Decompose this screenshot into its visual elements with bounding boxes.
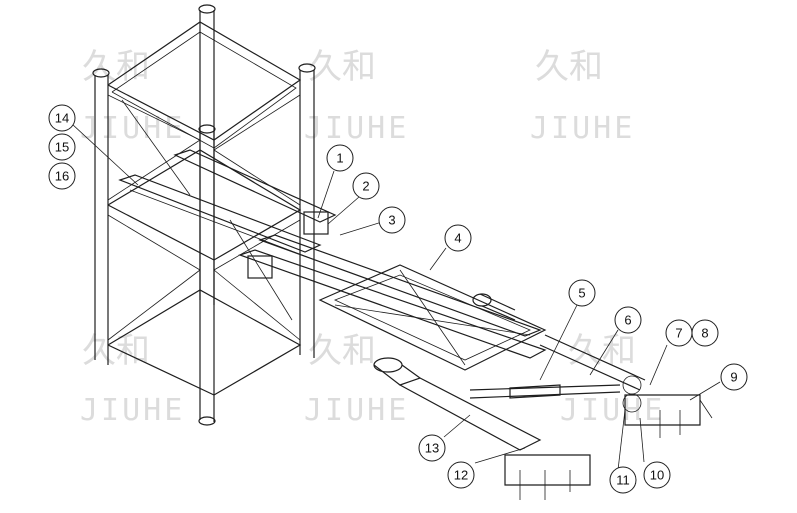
callout-2: 2	[352, 172, 380, 200]
watermark-cjk: 久和	[308, 331, 376, 371]
watermark-latin: JIUHE	[304, 111, 409, 146]
callout-5: 5	[568, 279, 596, 307]
callout-11: 11	[609, 466, 637, 494]
watermark-latin: JIUHE	[530, 111, 635, 146]
leader-lines	[71, 123, 721, 471]
watermark-cjk: 久和	[82, 47, 150, 87]
callout-7: 7	[665, 319, 693, 347]
svg-text:4: 4	[454, 231, 461, 246]
callout-4: 4	[444, 224, 472, 252]
svg-text:16: 16	[55, 169, 69, 184]
callout-10: 10	[643, 461, 671, 489]
svg-text:6: 6	[624, 313, 631, 328]
svg-text:9: 9	[730, 370, 737, 385]
svg-text:8: 8	[701, 326, 708, 341]
callout-13: 13	[418, 434, 446, 462]
callout-14: 14	[48, 104, 76, 132]
callout-group: 1 2 3 4 5 6 7 8	[48, 104, 748, 494]
watermark-latin: JIUHE	[80, 111, 185, 146]
svg-text:10: 10	[650, 468, 664, 483]
callout-8: 8	[691, 319, 719, 347]
watermark-latin: JIUHE	[560, 393, 665, 428]
watermark-cjk: 久和	[568, 331, 636, 371]
watermark-group: 久和 JIUHE 久和 JIUHE 久和 JIUHE 久和 JIUHE 久和 J…	[80, 47, 665, 428]
svg-text:5: 5	[578, 286, 585, 301]
callout-16: 16	[48, 162, 76, 190]
watermark-latin: JIUHE	[80, 393, 185, 428]
callout-6: 6	[614, 306, 642, 334]
watermark-latin: JIUHE	[304, 393, 409, 428]
watermark-top-right: 久和 JIUHE	[530, 47, 635, 146]
svg-text:3: 3	[388, 213, 395, 228]
callout-15: 15	[48, 133, 76, 161]
watermark-cjk: 久和	[308, 47, 376, 87]
svg-text:1: 1	[336, 151, 343, 166]
callout-9: 9	[720, 363, 748, 391]
callout-12: 12	[447, 461, 475, 489]
watermark-bottom-left: 久和 JIUHE	[80, 331, 185, 428]
wall-tie-frame	[118, 149, 713, 500]
watermark-top-center: 久和 JIUHE	[304, 47, 409, 146]
svg-text:15: 15	[55, 140, 69, 155]
watermark-bottom-right: 久和 JIUHE	[560, 331, 665, 428]
watermark-cjk: 久和	[82, 331, 150, 371]
watermark-cjk: 久和	[535, 47, 603, 87]
watermark-top-left: 久和 JIUHE	[80, 47, 185, 146]
callout-1: 1	[326, 144, 354, 172]
svg-text:13: 13	[425, 441, 439, 456]
svg-text:11: 11	[616, 473, 630, 488]
svg-text:2: 2	[362, 179, 369, 194]
svg-text:14: 14	[55, 111, 69, 126]
callout-3: 3	[378, 206, 406, 234]
watermark-bottom-center: 久和 JIUHE	[304, 331, 409, 428]
svg-text:12: 12	[454, 468, 468, 483]
svg-text:7: 7	[675, 326, 682, 341]
